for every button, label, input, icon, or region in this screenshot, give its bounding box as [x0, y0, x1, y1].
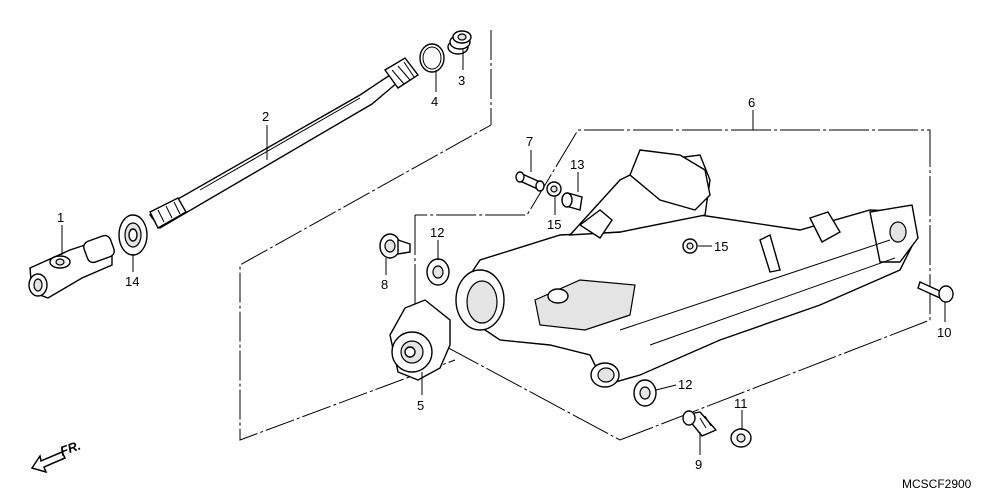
- callout-6: 6: [748, 95, 755, 110]
- direction-label: FR.: [58, 438, 83, 459]
- lock-nut-lower: [633, 379, 657, 407]
- leader-lines: [61, 48, 946, 455]
- callout-labels: 1 2 3 4 5 6 7 8 9 10 11 12 12 13 14 15 1…: [57, 73, 951, 472]
- diagram-code: MCSCF2900: [902, 477, 972, 491]
- callout-3: 3: [458, 73, 465, 88]
- callout-1: 1: [57, 210, 64, 225]
- callout-7: 7: [526, 134, 533, 149]
- dust-seal-upper: [546, 181, 562, 197]
- callout-12b: 12: [678, 377, 692, 392]
- dust-boot: [389, 299, 451, 381]
- oil-seal: [118, 214, 148, 256]
- pivot-bolt-lower: [682, 410, 718, 437]
- callout-2: 2: [262, 109, 269, 124]
- callout-11: 11: [734, 396, 748, 411]
- arrow-icon: [30, 451, 67, 474]
- group-frame-driveshaft: [239, 30, 492, 441]
- pivot-nut: [730, 428, 752, 448]
- drive-shaft: [148, 57, 420, 229]
- bushing: [561, 192, 583, 211]
- callout-15a: 15: [547, 217, 561, 232]
- callout-4: 4: [431, 94, 438, 109]
- callout-8: 8: [381, 277, 388, 292]
- callout-9: 9: [695, 457, 702, 472]
- flange-bolt: [917, 281, 954, 303]
- universal-joint: [28, 234, 115, 299]
- front-direction-indicator: FR.: [30, 438, 83, 474]
- spring: [447, 30, 472, 55]
- callout-13: 13: [570, 157, 584, 172]
- swing-arm: [455, 149, 919, 388]
- circlip: [419, 43, 445, 73]
- callout-5: 5: [417, 398, 424, 413]
- pivot-bolt-left: [379, 233, 411, 259]
- callout-14: 14: [125, 274, 139, 289]
- lock-nut-upper: [426, 258, 450, 286]
- collar: [515, 171, 545, 192]
- callout-12a: 12: [430, 225, 444, 240]
- callout-10: 10: [937, 325, 951, 340]
- dust-seal-right: [682, 238, 698, 254]
- callout-15b: 15: [714, 239, 728, 254]
